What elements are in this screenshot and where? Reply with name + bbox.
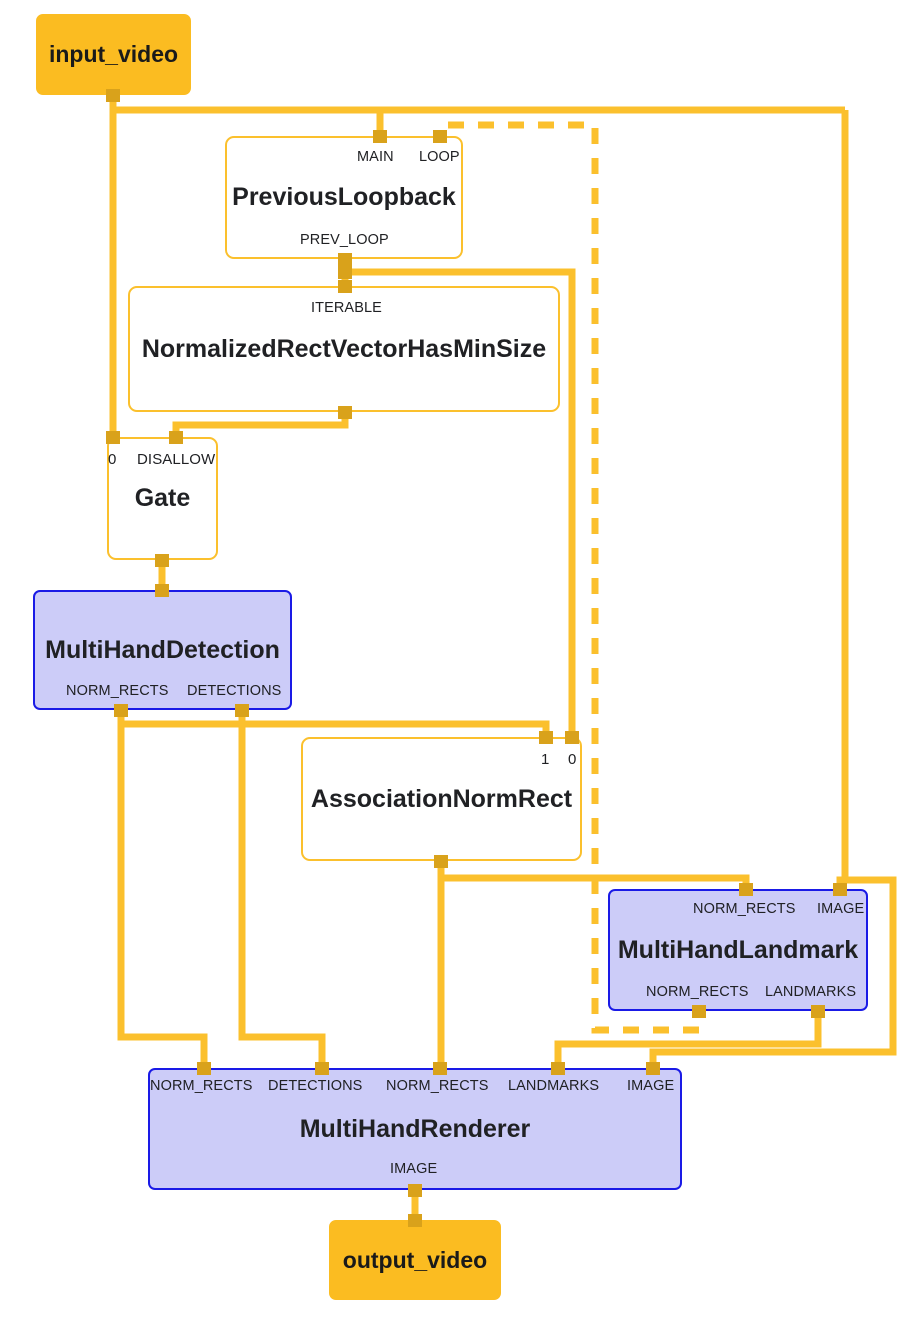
edge-detection-detections-to-renderer — [238, 710, 326, 1068]
port-label-landmark-in-norm-rects: NORM_RECTS — [693, 901, 796, 917]
edge-input-to-landmark-image — [836, 110, 849, 889]
port-pad-assoc-0 — [565, 731, 579, 744]
node-previous-loopback-label: PreviousLoopback — [232, 183, 456, 212]
port-label-landmark-out-norm-rects: NORM_RECTS — [646, 984, 749, 1000]
port-pad-renderer-norm-rects-2 — [433, 1062, 447, 1075]
port-pad-input-video-out — [106, 89, 120, 102]
node-multi-hand-renderer[interactable]: MultiHandRenderer — [148, 1068, 682, 1190]
node-multi-hand-landmark-label: MultiHandLandmark — [617, 935, 859, 964]
node-association-norm-rect-label: AssociationNormRect — [310, 784, 573, 813]
port-pad-previousloopback-prevloop — [338, 253, 352, 266]
node-output-video-label: output_video — [342, 1246, 488, 1273]
node-input-video[interactable]: input_video — [36, 14, 191, 95]
port-pad-gate-disallow — [169, 431, 183, 444]
port-label-renderer-norm-rects-1: NORM_RECTS — [150, 1078, 253, 1094]
port-pad-renderer-detections — [315, 1062, 329, 1075]
port-pad-detection-in — [155, 584, 169, 597]
edge-landmark-normrects-to-loop-dashed — [436, 121, 699, 1034]
node-multi-hand-landmark[interactable]: MultiHandLandmark — [608, 889, 868, 1011]
edge-detection-normrects-to-renderer — [117, 710, 208, 1068]
port-label-gate-disallow: DISALLOW — [137, 451, 216, 468]
port-label-gate-0: 0 — [108, 451, 117, 468]
port-pad-renderer-norm-rects-1 — [197, 1062, 211, 1075]
port-label-assoc-0: 0 — [568, 751, 577, 768]
port-label-renderer-detections: DETECTIONS — [268, 1078, 363, 1094]
edge-landmark-landmarks-to-renderer — [554, 1011, 822, 1068]
port-pad-minsize-out — [338, 406, 352, 419]
port-label-previousloopback-prevloop: PREV_LOOP — [300, 232, 389, 248]
node-gate[interactable]: Gate — [107, 437, 218, 560]
node-multi-hand-renderer-label: MultiHandRenderer — [299, 1114, 531, 1143]
port-label-detection-norm-rects: NORM_RECTS — [66, 683, 169, 699]
edge-input-main-bus — [109, 95, 845, 114]
port-label-landmark-in-image: IMAGE — [817, 901, 865, 917]
port-label-minsize-iterable: ITERABLE — [311, 300, 382, 316]
port-pad-landmark-in-norm-rects — [739, 883, 753, 896]
port-label-renderer-image-in: IMAGE — [627, 1078, 675, 1094]
node-input-video-label: input_video — [48, 41, 179, 68]
port-label-detection-detections: DETECTIONS — [187, 683, 282, 699]
port-pad-gate-0 — [106, 431, 120, 444]
port-label-landmark-out-landmarks: LANDMARKS — [765, 984, 857, 1000]
port-pad-renderer-image-in — [646, 1062, 660, 1075]
node-normalized-rect-vector-has-min-size-label: NormalizedRectVectorHasMinSize — [141, 334, 547, 363]
port-label-renderer-image-out: IMAGE — [390, 1161, 438, 1177]
port-pad-renderer-image-out — [408, 1184, 422, 1197]
port-label-renderer-landmarks: LANDMARKS — [508, 1078, 600, 1094]
port-pad-output-video-in — [408, 1214, 422, 1227]
edge-detection-normrects-to-assoc-1 — [121, 720, 550, 737]
port-pad-assoc-out — [434, 855, 448, 868]
port-pad-previousloopback-main — [373, 130, 387, 143]
node-gate-label: Gate — [134, 484, 191, 513]
port-pad-assoc-1 — [539, 731, 553, 744]
port-pad-previousloopback-prevloop-branch — [338, 266, 352, 279]
port-pad-minsize-iterable — [338, 280, 352, 293]
port-label-renderer-norm-rects-2: NORM_RECTS — [386, 1078, 489, 1094]
port-pad-landmark-out-landmarks — [811, 1005, 825, 1018]
port-pad-landmark-out-norm-rects — [692, 1005, 706, 1018]
port-label-assoc-1: 1 — [541, 751, 550, 768]
port-pad-detection-detections — [235, 704, 249, 717]
edge-prevloop-to-assoc-0 — [345, 268, 576, 737]
port-pad-renderer-landmarks — [551, 1062, 565, 1075]
port-label-previousloopback-main: MAIN — [357, 149, 394, 165]
port-pad-gate-out — [155, 554, 169, 567]
port-pad-previousloopback-loop — [433, 130, 447, 143]
port-label-previousloopback-loop: LOOP — [419, 149, 460, 165]
node-previous-loopback[interactable]: PreviousLoopback — [225, 136, 463, 259]
node-normalized-rect-vector-has-min-size[interactable]: NormalizedRectVectorHasMinSize — [128, 286, 560, 412]
node-output-video[interactable]: output_video — [329, 1220, 501, 1300]
edge-input-to-renderer-image — [649, 876, 897, 1068]
node-multi-hand-detection[interactable]: MultiHandDetection — [33, 590, 292, 710]
node-association-norm-rect[interactable]: AssociationNormRect — [301, 737, 582, 861]
edge-minsize-to-gate-disallow — [172, 412, 349, 437]
node-multi-hand-detection-label: MultiHandDetection — [45, 635, 280, 664]
port-pad-detection-norm-rects — [114, 704, 128, 717]
port-pad-landmark-in-image — [833, 883, 847, 896]
